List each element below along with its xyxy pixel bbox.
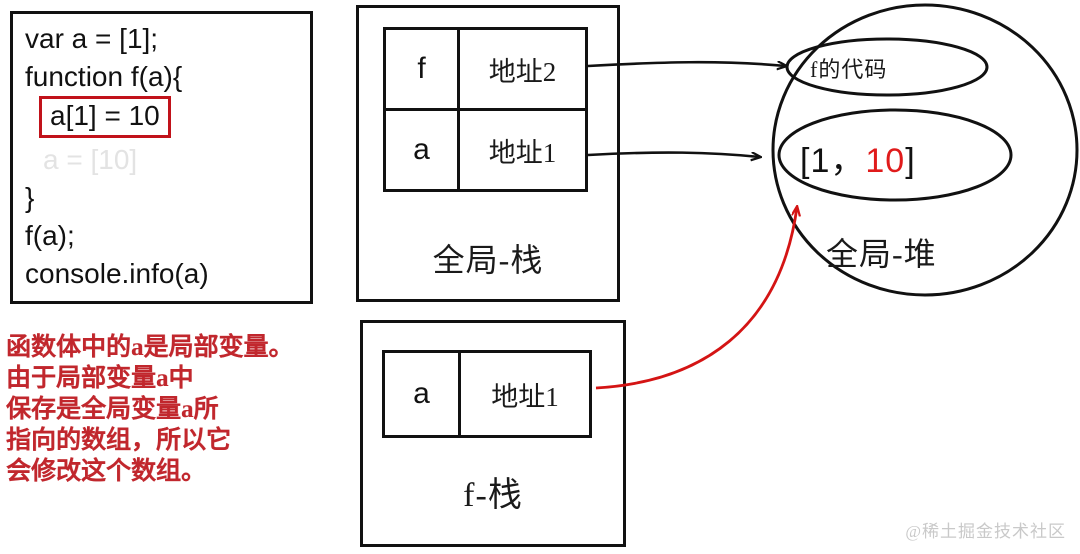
code-line-closing-brace: } (25, 182, 35, 213)
function-code-label: f的代码 (810, 57, 888, 82)
annotation-line-5: 会修改这个数组。 (6, 458, 207, 485)
f-stack-label: f-栈 (463, 477, 523, 514)
annotation-line-1: 函数体中的a是局部变量。 (6, 334, 294, 361)
array-value-label: [1，10] (800, 133, 916, 182)
f-stack-frame: a 地址1 f-栈 (360, 320, 626, 547)
global-stack-variable-table: f 地址2 a 地址1 (383, 27, 588, 192)
code-line-var-declaration: var a = [1]; (25, 23, 159, 54)
global-stack-frame: f 地址2 a 地址1 全局-栈 (356, 5, 620, 302)
code-line-console-info: console.info(a) (25, 258, 209, 289)
global-stack-label: 全局-栈 (432, 242, 544, 278)
code-panel: var a = [1]; function f(a){ a[1] = 10 a … (10, 11, 313, 304)
variable-name-cell: a (385, 353, 461, 435)
table-row: a 地址1 (386, 108, 585, 189)
annotation-line-2: 由于局部变量a中 (6, 365, 194, 392)
code-line-function-declaration: function f(a){ (25, 61, 183, 92)
array-prefix: [1， (800, 142, 866, 180)
array-suffix: ] (905, 142, 916, 180)
code-line-ghost-result: a = [10] (43, 144, 138, 175)
array-modified-element: 10 (865, 142, 906, 180)
variable-name-cell: f (386, 30, 460, 108)
variable-value-cell: 地址2 (488, 56, 557, 87)
highlighted-code-line-wrapper: a[1] = 10 (25, 96, 306, 141)
heap-region (771, 3, 1079, 297)
variable-name-cell: a (386, 111, 460, 189)
table-row: a 地址1 (385, 353, 589, 435)
code-line-function-call: f(a); (25, 220, 75, 251)
variable-value-cell: 地址1 (491, 381, 559, 412)
array-object-ellipse (777, 108, 1013, 202)
watermark: @稀土掘金技术社区 (905, 522, 1066, 541)
heap-label: 全局-堆 (826, 236, 937, 272)
annotation-line-4: 指向的数组，所以它 (6, 427, 232, 454)
annotation-text: 函数体中的a是局部变量。 由于局部变量a中 保存是全局变量a所 指向的数组，所以… (6, 332, 346, 487)
code-listing: var a = [1]; function f(a){ a[1] = 10 a … (25, 20, 306, 293)
code-line-assignment-highlighted: a[1] = 10 (39, 96, 171, 138)
f-stack-variable-table: a 地址1 (382, 350, 592, 438)
variable-value-cell: 地址1 (488, 137, 557, 168)
annotation-line-3: 保存是全局变量a所 (6, 396, 219, 423)
heap-outer-ellipse (771, 3, 1079, 297)
table-row: f 地址2 (386, 30, 585, 108)
